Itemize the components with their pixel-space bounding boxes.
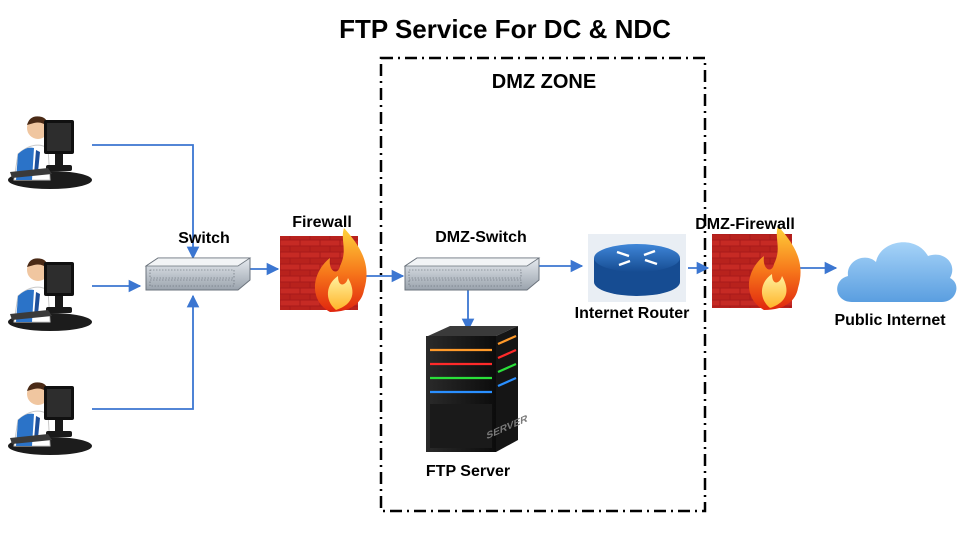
dmz-zone-label: DMZ ZONE — [492, 71, 596, 93]
switch-node: Switch — [144, 230, 252, 291]
connectors — [92, 144, 838, 410]
firewall-icon — [712, 226, 801, 310]
link-user3-switch — [92, 294, 200, 410]
cloud-icon — [837, 242, 957, 302]
user-workstation-icon — [7, 115, 93, 190]
public-internet-label: Public Internet — [834, 312, 946, 329]
dmz-firewall-label: DMZ-Firewall — [695, 216, 795, 233]
firewall-node: Firewall — [280, 214, 367, 312]
firewall-label: Firewall — [292, 214, 352, 231]
switch-label: Switch — [178, 230, 230, 247]
user-workstation-icon — [7, 257, 93, 332]
dmz-firewall-node: DMZ-Firewall — [695, 216, 801, 310]
server-icon: SERVER — [426, 326, 528, 452]
router-icon — [588, 234, 686, 302]
user-workstation-icon — [7, 381, 93, 456]
internet-router-node: Internet Router — [575, 234, 690, 322]
diagram-title: FTP Service For DC & NDC — [339, 14, 671, 44]
ftp-server-node: SERVER FTP Server — [426, 326, 528, 480]
dmz-switch-label: DMZ-Switch — [435, 229, 527, 246]
dmz-zone-boundary — [379, 56, 707, 513]
link-user1-switch — [92, 144, 200, 260]
ftp-server-label: FTP Server — [426, 463, 510, 480]
firewall-icon — [280, 228, 367, 312]
dmz-switch-node: DMZ-Switch — [403, 229, 541, 291]
public-internet-node: Public Internet — [834, 242, 957, 329]
internet-router-label: Internet Router — [575, 305, 690, 322]
